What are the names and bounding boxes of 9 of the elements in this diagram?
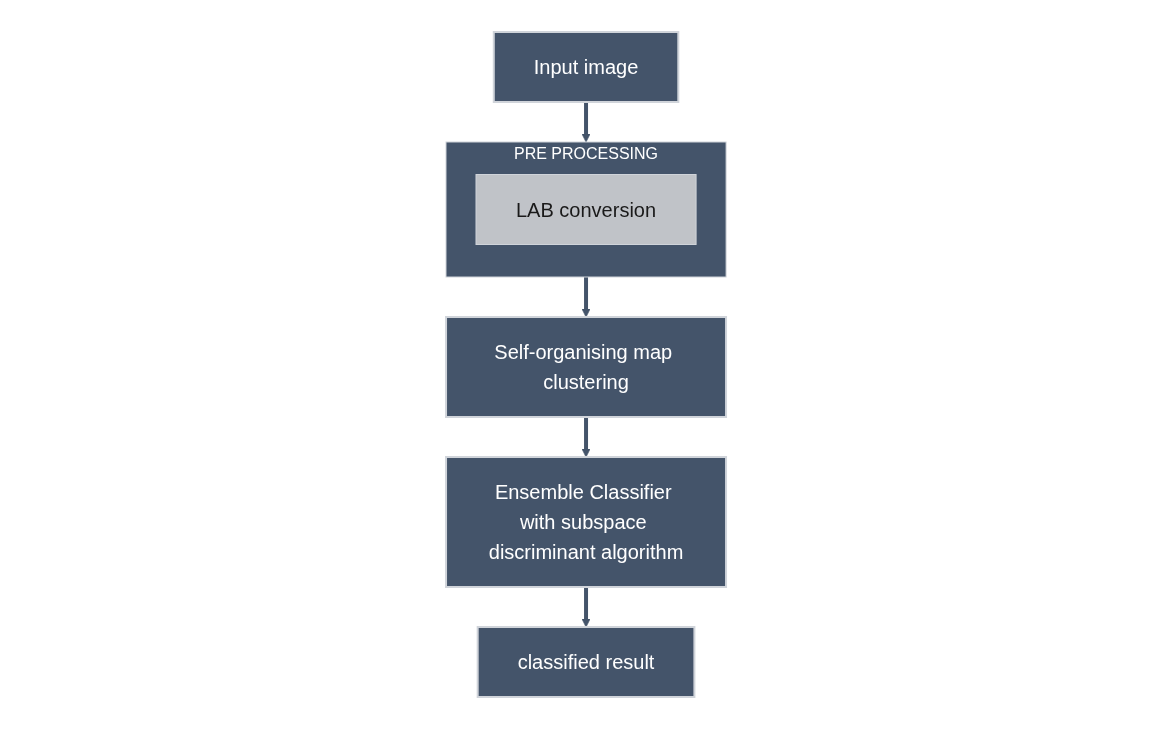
node-box: classified result bbox=[477, 626, 696, 698]
node-box: Self-organising map clustering bbox=[445, 316, 728, 418]
arrow bbox=[582, 417, 591, 458]
arrow bbox=[582, 102, 591, 143]
node-box: LAB conversion bbox=[475, 174, 698, 245]
arrow bbox=[582, 587, 591, 628]
node-box: Input image bbox=[493, 31, 680, 103]
node-box: Ensemble Classifier with subspace discriminant algorithm bbox=[445, 456, 728, 588]
arrow bbox=[582, 277, 591, 318]
